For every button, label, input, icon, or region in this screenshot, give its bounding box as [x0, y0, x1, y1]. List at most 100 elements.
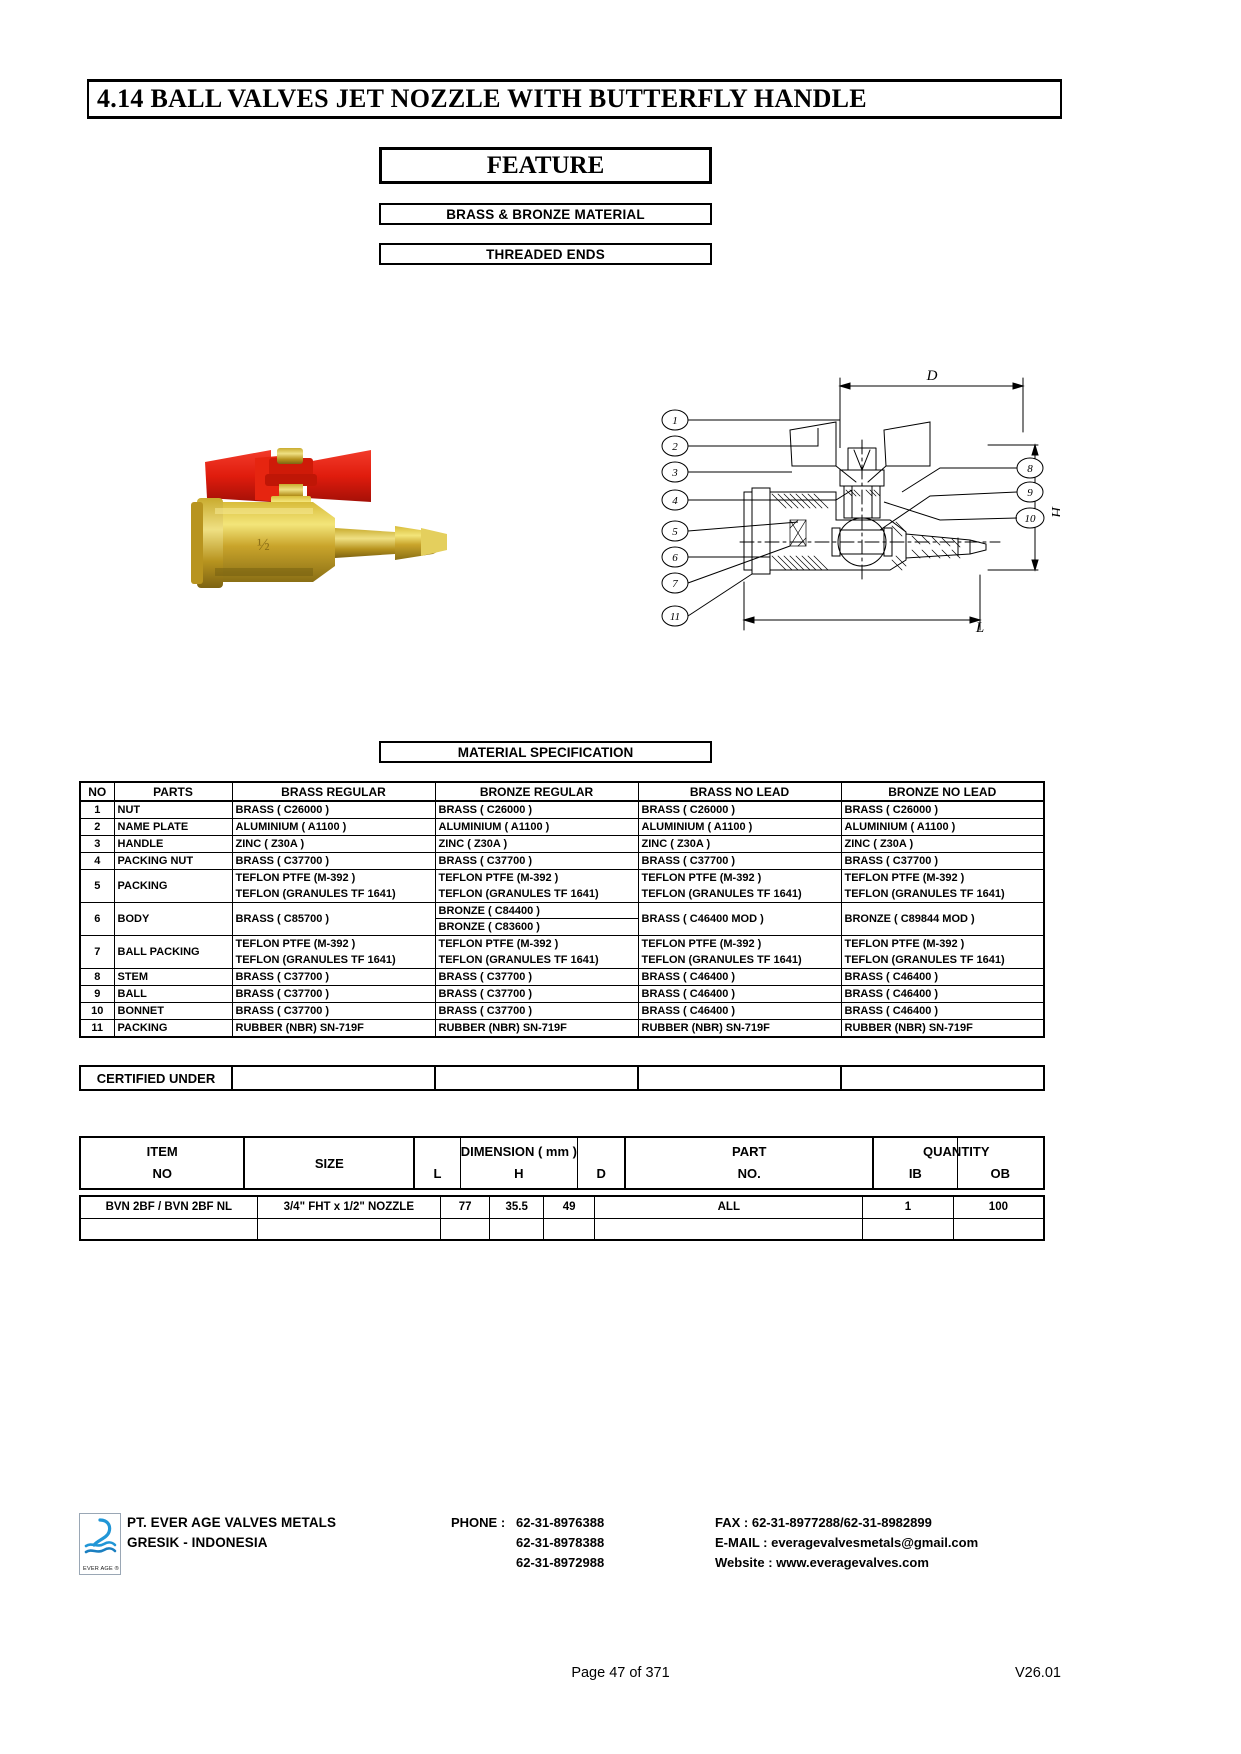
svg-text:1: 1 [672, 415, 678, 427]
certified-under-value-brass-no-lead [637, 1065, 842, 1091]
cell-brass-no-lead: ALUMINIUM ( A1100 ) [637, 818, 842, 836]
ball-valve-photo-svg: ½ [191, 448, 447, 588]
table-row: 8 STEM BRASS ( C37700 ) BRASS ( C37700 )… [79, 968, 1045, 986]
feature-item-brass-bronze-material: BRASS & BRONZE MATERIAL [379, 203, 712, 225]
table-row: 11 PACKING RUBBER (NBR) SN-719F RUBBER (… [79, 1019, 1045, 1038]
dim-col-l-label: L [433, 1166, 442, 1181]
cell-line-2: TEFLON (GRANULES TF 1641) [438, 954, 599, 966]
dimension-label-h: H [1048, 506, 1060, 519]
cell-brass-no-lead: BRASS ( C37700 ) [637, 852, 842, 870]
svg-text:½: ½ [257, 535, 270, 554]
cell-part: PACKING [113, 1019, 233, 1038]
logo-caption: EVER AGE ® [83, 1566, 119, 1572]
cell-item-no: BVN 2BF / BVN 2BF NL [78, 1195, 258, 1219]
col-header-brass-no-lead: BRASS NO LEAD [637, 781, 842, 802]
dimension-table-header: ITEM NO SIZE L DIMENSION ( mm ) H D PART… [78, 1136, 1045, 1190]
cell-line-1: TEFLON PTFE (M-392 ) [438, 938, 559, 950]
cell-line-1: TEFLON PTFE (M-392 ) [235, 938, 356, 950]
col-header-brass-regular: BRASS REGULAR [231, 781, 436, 802]
cell-part: BODY [113, 902, 233, 936]
dimension-header-row: ITEM NO SIZE L DIMENSION ( mm ) H D PART… [78, 1136, 1045, 1190]
svg-text:5: 5 [672, 526, 678, 538]
svg-text:9: 9 [1027, 487, 1033, 499]
cell-ob: 100 [952, 1195, 1045, 1219]
dim-col-ib: IB [872, 1136, 958, 1190]
website-line: Website : www.everagevalves.com [715, 1555, 929, 1570]
cell-brass-regular: BRASS ( C37700 ) [231, 852, 436, 870]
page-footer: EVER AGE ® PT. EVER AGE VALVES METALS GR… [79, 1513, 1059, 1603]
svg-text:3: 3 [671, 467, 678, 479]
cell-brass-no-lead: BRASS ( C26000 ) [637, 800, 842, 819]
cell-bronze-no-lead: RUBBER (NBR) SN-719F [840, 1019, 1045, 1038]
certified-under-value-brass-regular [231, 1065, 436, 1091]
material-specification-heading: MATERIAL SPECIFICATION [379, 741, 712, 763]
cell-no: 7 [79, 935, 115, 969]
cell-line-2: TEFLON (GRANULES TF 1641) [235, 888, 396, 900]
cell-line-1: TEFLON PTFE (M-392 ) [235, 872, 356, 884]
table-row: BVN 2BF / BVN 2BF NL 3/4" FHT x 1/2" NOZ… [78, 1195, 1045, 1219]
cell-d [542, 1217, 596, 1241]
document-title-bar: 4.14 BALL VALVES JET NOZZLE WITH BUTTERF… [87, 79, 1062, 119]
col-header-bronze-regular: BRONZE REGULAR [434, 781, 639, 802]
cell-bronze-no-lead: TEFLON PTFE (M-392 ) TEFLON (GRANULES TF… [840, 869, 1045, 903]
cell-ob [952, 1217, 1045, 1241]
table-row: 7 BALL PACKING TEFLON PTFE (M-392 ) TEFL… [79, 935, 1045, 969]
cell-part: BALL PACKING [113, 935, 233, 969]
cell-brass-regular: TEFLON PTFE (M-392 ) TEFLON (GRANULES TF… [231, 869, 436, 903]
cell-l [439, 1217, 491, 1241]
col-header-bronze-no-lead: BRONZE NO LEAD [840, 781, 1045, 802]
dim-col-size-label: SIZE [314, 1156, 344, 1171]
cell-part-no [594, 1217, 864, 1241]
table-row: 3 HANDLE ZINC ( Z30A ) ZINC ( Z30A ) ZIN… [79, 835, 1045, 853]
dim-col-part-line2: NO. [737, 1166, 761, 1181]
cell-brass-no-lead: ZINC ( Z30A ) [637, 835, 842, 853]
feature-item-threaded-ends: THREADED ENDS [379, 243, 712, 265]
cell-line-2: TEFLON (GRANULES TF 1641) [438, 888, 599, 900]
dim-col-size: SIZE [243, 1136, 416, 1190]
company-location: GRESIK - INDONESIA [127, 1535, 268, 1550]
cell-brass-no-lead: BRASS ( C46400 ) [637, 1002, 842, 1020]
table-row: 2 NAME PLATE ALUMINIUM ( A1100 ) ALUMINI… [79, 818, 1045, 836]
dim-col-h-label: H [514, 1166, 524, 1181]
fax-line: FAX : 62-31-8977288/62-31-8982899 [715, 1515, 932, 1530]
col-header-no: NO [79, 781, 115, 802]
cell-bronze-regular: RUBBER (NBR) SN-719F [434, 1019, 639, 1038]
dim-col-h: DIMENSION ( mm ) H [459, 1136, 578, 1190]
cell-d: 49 [542, 1195, 596, 1219]
cell-brass-no-lead: TEFLON PTFE (M-392 ) TEFLON (GRANULES TF… [637, 869, 842, 903]
feature-heading-label: FEATURE [486, 151, 605, 179]
cell-brass-no-lead: BRASS ( C46400 ) [637, 968, 842, 986]
material-spec-label: MATERIAL SPECIFICATION [457, 744, 634, 760]
dimension-label-l: L [975, 620, 984, 636]
cell-line-1: BRONZE ( C84400 ) [435, 903, 638, 919]
cell-line-2: TEFLON (GRANULES TF 1641) [844, 954, 1005, 966]
dim-col-d-label: D [596, 1166, 606, 1181]
table-row: 1 NUT BRASS ( C26000 ) BRASS ( C26000 ) … [79, 800, 1045, 819]
dimension-label-d: D [926, 370, 938, 384]
dim-col-dimension-spacer [415, 1139, 459, 1163]
table-row: 4 PACKING NUT BRASS ( C37700 ) BRASS ( C… [79, 852, 1045, 870]
cell-part: PACKING [113, 869, 233, 903]
dim-col-item-line2: NO [152, 1166, 172, 1181]
dimension-table-body: BVN 2BF / BVN 2BF NL 3/4" FHT x 1/2" NOZ… [78, 1195, 1045, 1241]
company-logo: EVER AGE ® [79, 1513, 121, 1575]
cell-brass-regular: BRASS ( C37700 ) [231, 1002, 436, 1020]
svg-text:6: 6 [672, 552, 678, 564]
dim-col-item-no: ITEM NO [78, 1136, 246, 1190]
cell-ib [862, 1217, 954, 1241]
cell-bronze-no-lead: BRASS ( C26000 ) [840, 800, 1045, 819]
cell-size [256, 1217, 441, 1241]
company-name: PT. EVER AGE VALVES METALS [127, 1515, 337, 1530]
dim-col-dimension-label: DIMENSION ( mm ) [460, 1144, 577, 1159]
document-version: V26.01 [1015, 1665, 1061, 1681]
dim-col-ob: QUANTITY OB [923, 1136, 1045, 1190]
cell-no: 6 [79, 902, 115, 936]
product-photo: ½ [185, 440, 485, 630]
table-row: 9 BALL BRASS ( C37700 ) BRASS ( C37700 )… [79, 985, 1045, 1003]
cell-line-2: BRONZE ( C83600 ) [438, 921, 540, 933]
phone-number-3: 62-31-8972988 [516, 1555, 605, 1570]
phone-number-2: 62-31-8978388 [516, 1535, 605, 1550]
cell-part: NAME PLATE [113, 818, 233, 836]
dim-col-part-no: PART NO. [624, 1136, 875, 1190]
svg-text:8: 8 [1027, 463, 1033, 475]
